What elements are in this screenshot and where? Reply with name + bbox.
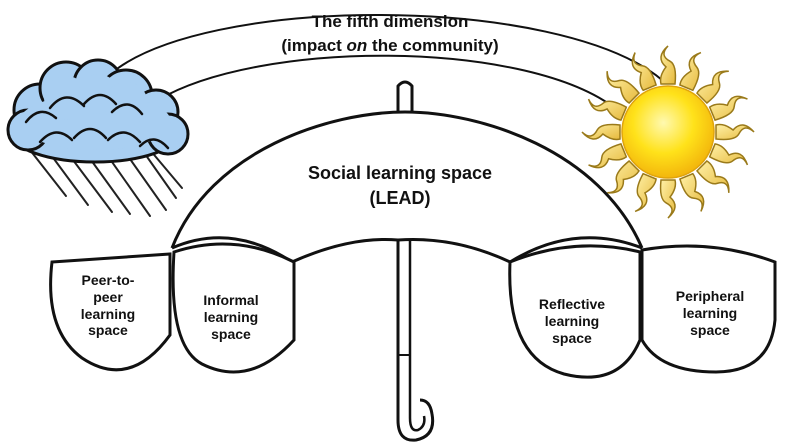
umbrella-canopy — [170, 110, 644, 249]
reflective-line2: learning — [544, 312, 600, 329]
inner-arc — [157, 54, 613, 107]
sun-ray — [607, 159, 640, 194]
sun-icon — [581, 45, 755, 219]
reflective-shape — [508, 244, 642, 379]
sun-ray — [659, 179, 677, 219]
umbrella-label-line2: (LEAD) — [369, 188, 431, 208]
sun-ray — [715, 123, 755, 141]
outer-arc — [107, 14, 663, 81]
title-line2-start: (impact — [281, 36, 347, 55]
reflective-line1: Reflective — [538, 296, 606, 312]
sun-ray — [679, 51, 702, 92]
sun-ray — [588, 142, 628, 169]
sun-ray — [606, 71, 641, 104]
informal-shape — [171, 242, 296, 374]
reflective-line3: space — [552, 329, 592, 346]
peripheral-learning-space-label: Peripheral learning space — [648, 288, 772, 338]
title-line2-emphasis: on — [346, 36, 368, 55]
sun-ray — [678, 172, 705, 212]
sun-ray — [708, 143, 749, 166]
peer-line4: space — [88, 322, 128, 339]
sun-rays — [581, 45, 755, 219]
peer-line3: learning — [80, 305, 136, 322]
sun-core — [621, 85, 715, 179]
peripheral-line1: Peripheral — [675, 288, 745, 304]
umbrella-icon — [170, 80, 644, 442]
informal-learning-space-label: Informal learning space — [176, 292, 286, 342]
rain-cloud-icon — [6, 58, 190, 217]
peer-line1: Peer-to- — [81, 272, 135, 288]
peripheral-shape — [640, 244, 777, 374]
peripheral-line3: space — [690, 321, 730, 338]
peer-line2: peer — [93, 288, 123, 305]
title-line2: (impact on the community) — [220, 36, 560, 56]
peer-shape — [49, 252, 172, 372]
sun-ray — [696, 70, 729, 105]
umbrella-label-line1: Social learning space — [307, 163, 493, 183]
learning-space-shapes — [49, 242, 777, 379]
informal-line3: space — [211, 325, 251, 342]
sun-ray — [634, 172, 657, 213]
sun-ray — [659, 45, 677, 85]
umbrella-shaft — [396, 240, 435, 442]
peer-learning-space-label: Peer-to- peer learning space — [56, 272, 160, 339]
title-line1: The fifth dimension — [311, 12, 469, 31]
peripheral-line2: learning — [682, 304, 738, 321]
informal-line2: learning — [203, 308, 259, 325]
informal-line1: Informal — [203, 292, 259, 308]
sun-ray — [708, 95, 748, 122]
sun-ray — [631, 52, 658, 92]
sun-ray — [587, 98, 628, 121]
umbrella-tip — [396, 80, 414, 118]
title-line2-end: the community) — [367, 36, 499, 55]
sun-ray — [581, 123, 621, 141]
reflective-learning-space-label: Reflective learning space — [512, 296, 632, 346]
sun-ray — [695, 160, 730, 193]
